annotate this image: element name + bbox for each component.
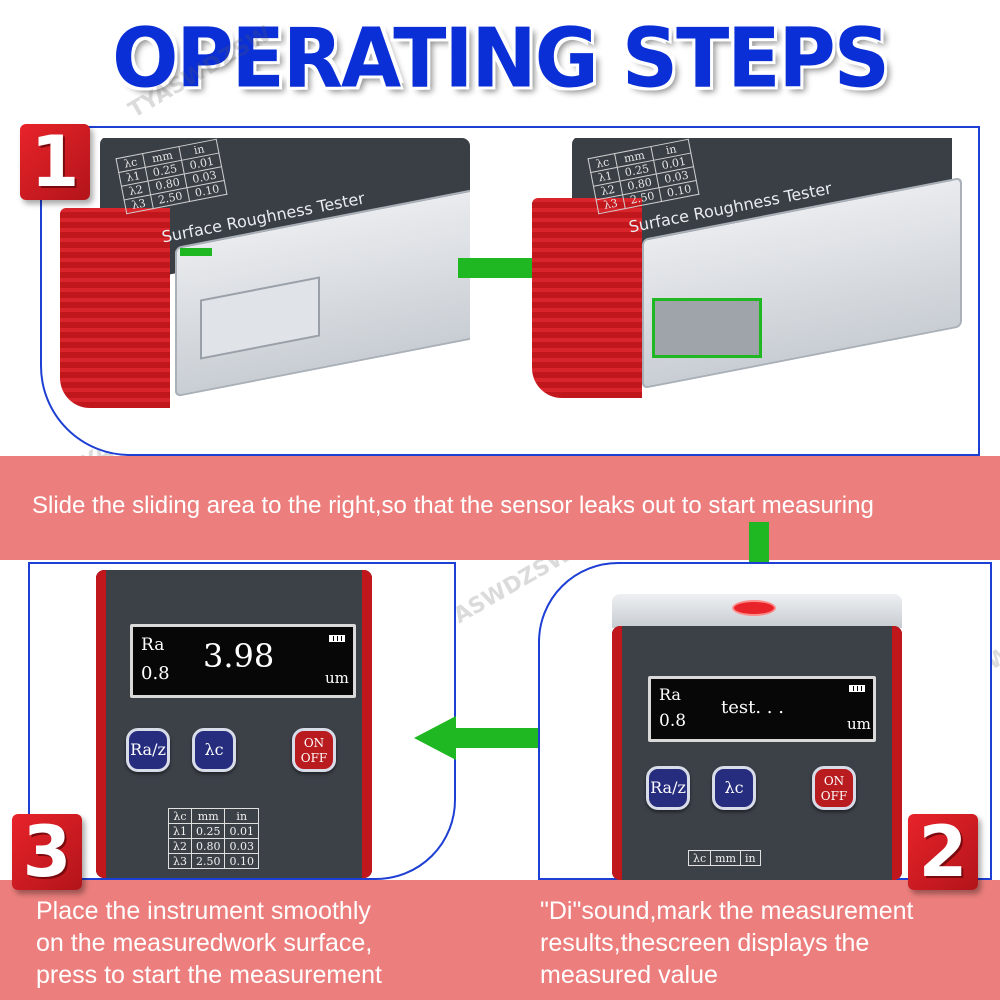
lambda-c-button[interactable]: λc	[712, 766, 756, 810]
arrow-left-icon	[414, 716, 544, 760]
sensor-highlight	[652, 298, 762, 358]
device-top-edge	[612, 594, 902, 628]
lcd-screen: Ra 0.8 test. . . um	[648, 676, 876, 742]
step1-caption: Slide the sliding area to the right,so t…	[32, 492, 874, 519]
start-button[interactable]	[732, 600, 776, 616]
ra-z-button[interactable]: Ra/z	[126, 728, 170, 772]
step3-caption: Place the instrument smoothly on the mea…	[36, 897, 382, 989]
battery-icon	[849, 685, 865, 692]
step1-badge: 1	[20, 124, 90, 200]
page-title: OPERATING STEPS	[112, 11, 890, 107]
ra-z-button[interactable]: Ra/z	[646, 766, 690, 810]
battery-icon	[329, 635, 345, 642]
step1-banner	[0, 456, 1000, 560]
lambda-c-button[interactable]: λc	[192, 728, 236, 772]
step2-badge: 2	[908, 814, 978, 890]
bottom-caption-bar	[0, 880, 1000, 1000]
step3-badge: 3	[12, 814, 82, 890]
lcd-screen: Ra 0.8 3.98 um	[130, 624, 356, 698]
step2-caption: "Di"sound,mark the measurement results,t…	[540, 897, 914, 989]
slide-indicator-arrow	[180, 248, 212, 256]
